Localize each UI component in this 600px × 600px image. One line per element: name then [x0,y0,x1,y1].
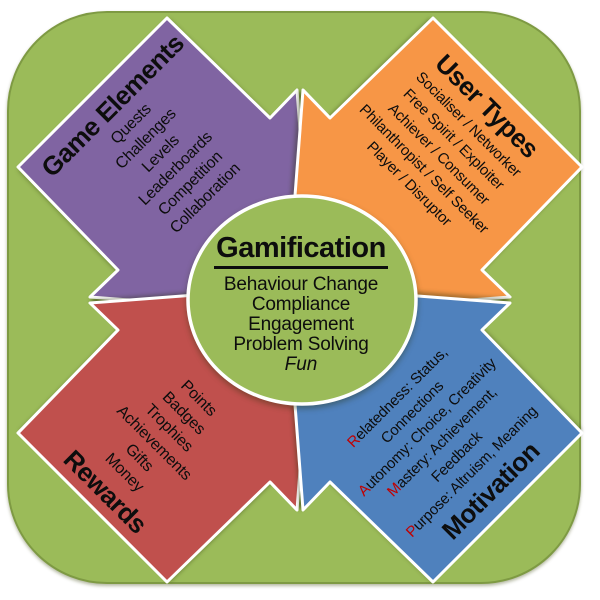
center-circle [186,194,418,406]
